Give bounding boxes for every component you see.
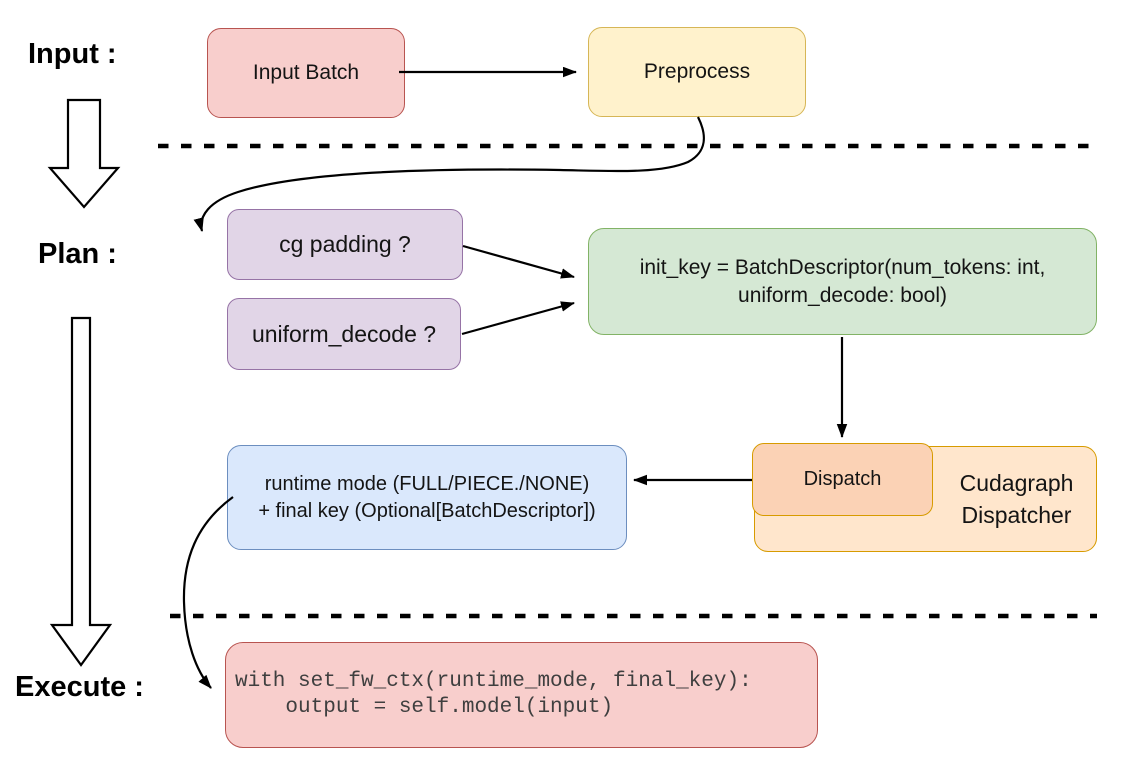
stage-label-input: Input : — [28, 38, 117, 70]
node-input-batch: Input Batch — [207, 28, 405, 118]
node-cg-padding-label: cg padding ? — [279, 231, 411, 258]
hollow-arrow-plan-to-execute-icon — [49, 316, 113, 667]
node-uniform-decode: uniform_decode ? — [227, 298, 461, 370]
node-cg-padding: cg padding ? — [227, 209, 463, 280]
node-dispatch-label: Dispatch — [803, 468, 882, 491]
arrow-uniform-decode-to-init-key — [461, 301, 575, 336]
node-init-key: init_key = BatchDescriptor(num_tokens: i… — [588, 228, 1097, 335]
node-init-key-line2: uniform_decode: bool) — [738, 283, 947, 307]
node-init-key-line1: init_key = BatchDescriptor(num_tokens: i… — [639, 255, 1046, 279]
node-uniform-decode-label: uniform_decode ? — [251, 320, 437, 347]
node-preprocess-label: Preprocess — [643, 60, 751, 84]
stage-label-plan: Plan : — [38, 238, 117, 270]
cudagraph-dispatcher-label: Cudagraph Dispatcher — [935, 447, 1098, 551]
node-runtime-mode-line2: + final key (Optional[BatchDescriptor]) — [258, 499, 596, 522]
node-execute-code: with set_fw_ctx(runtime_mode, final_key)… — [225, 642, 818, 748]
node-dispatch: Dispatch — [752, 443, 933, 516]
node-runtime-mode: runtime mode (FULL/PIECE./NONE) + final … — [227, 445, 627, 550]
arrow-cg-padding-to-init-key — [462, 244, 575, 279]
node-preprocess: Preprocess — [588, 27, 806, 117]
cudagraph-dispatcher-line1: Cudagraph — [959, 469, 1074, 496]
execute-code-line2: output = self.model(input) — [235, 696, 614, 719]
cudagraph-dispatcher-line2: Dispatcher — [961, 502, 1072, 528]
node-runtime-mode-line1: runtime mode (FULL/PIECE./NONE) — [264, 473, 590, 496]
execute-code-line1: with set_fw_ctx(runtime_mode, final_key)… — [235, 670, 752, 693]
node-input-batch-label: Input Batch — [252, 61, 360, 85]
stage-label-execute: Execute : — [15, 671, 144, 703]
hollow-arrow-input-to-plan-icon — [47, 98, 121, 209]
